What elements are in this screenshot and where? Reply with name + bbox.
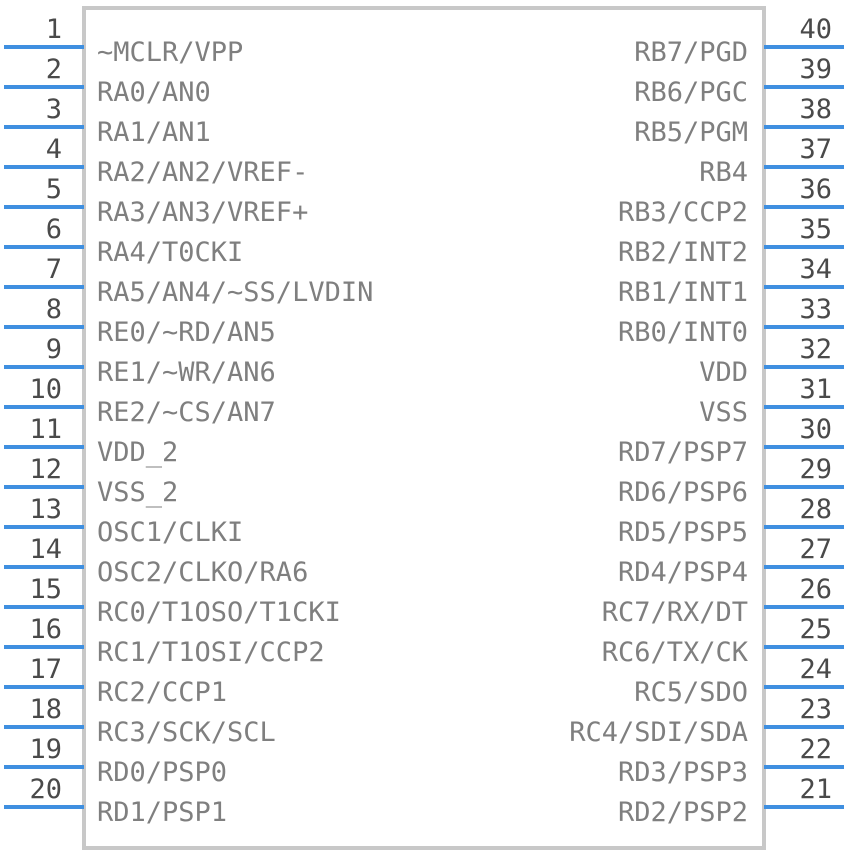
pin-number-15: 15 xyxy=(29,574,62,605)
pin-number-23: 23 xyxy=(799,694,832,725)
pin-number-1: 1 xyxy=(46,14,62,45)
pin-number-9: 9 xyxy=(46,334,62,365)
pin-label-27: RD4/PSP4 xyxy=(618,557,748,588)
pin-number-7: 7 xyxy=(46,254,62,285)
pin-label-5: RA3/AN3/VREF+ xyxy=(97,197,308,228)
pin-number-4: 4 xyxy=(46,134,62,165)
pin-label-10: RE2/~CS/AN7 xyxy=(97,397,276,428)
pin-number-20: 20 xyxy=(29,774,62,805)
pin-number-40: 40 xyxy=(799,14,832,45)
pin-label-14: OSC2/CLKO/RA6 xyxy=(97,557,308,588)
pin-number-29: 29 xyxy=(799,454,832,485)
pin-label-20: RD1/PSP1 xyxy=(97,797,227,828)
pin-number-36: 36 xyxy=(799,174,832,205)
pin-label-35: RB2/INT2 xyxy=(618,237,748,268)
pin-number-19: 19 xyxy=(29,734,62,765)
pin-label-11: VDD_2 xyxy=(97,437,178,468)
pin-number-16: 16 xyxy=(29,614,62,645)
pin-label-1: ~MCLR/VPP xyxy=(97,37,243,68)
pin-label-26: RC7/RX/DT xyxy=(602,597,748,628)
pin-number-38: 38 xyxy=(799,94,832,125)
pin-number-28: 28 xyxy=(799,494,832,525)
pin-number-12: 12 xyxy=(29,454,62,485)
pin-number-17: 17 xyxy=(29,654,62,685)
pin-label-19: RD0/PSP0 xyxy=(97,757,227,788)
pin-number-18: 18 xyxy=(29,694,62,725)
pin-label-38: RB5/PGM xyxy=(634,117,748,148)
pin-number-3: 3 xyxy=(46,94,62,125)
ic-body xyxy=(82,6,766,850)
pin-label-6: RA4/T0CKI xyxy=(97,237,243,268)
pin-number-8: 8 xyxy=(46,294,62,325)
pin-number-32: 32 xyxy=(799,334,832,365)
pin-label-9: RE1/~WR/AN6 xyxy=(97,357,276,388)
pin-number-13: 13 xyxy=(29,494,62,525)
pin-number-10: 10 xyxy=(29,374,62,405)
pin-number-22: 22 xyxy=(799,734,832,765)
pin-label-21: RD2/PSP2 xyxy=(618,797,748,828)
pin-label-40: RB7/PGD xyxy=(634,37,748,68)
pin-label-23: RC4/SDI/SDA xyxy=(569,717,748,748)
pin-label-16: RC1/T1OSI/CCP2 xyxy=(97,637,325,668)
pin-label-37: RB4 xyxy=(699,157,748,188)
pin-number-34: 34 xyxy=(799,254,832,285)
pin-label-29: RD6/PSP6 xyxy=(618,477,748,508)
pin-label-31: VSS xyxy=(699,397,748,428)
pin-label-34: RB1/INT1 xyxy=(618,277,748,308)
pin-number-39: 39 xyxy=(799,54,832,85)
pin-label-24: RC5/SDO xyxy=(634,677,748,708)
pin-number-11: 11 xyxy=(29,414,62,445)
pin-number-30: 30 xyxy=(799,414,832,445)
pin-label-4: RA2/AN2/VREF- xyxy=(97,157,308,188)
pin-label-8: RE0/~RD/AN5 xyxy=(97,317,276,348)
pin-number-21: 21 xyxy=(799,774,832,805)
pin-number-26: 26 xyxy=(799,574,832,605)
pin-label-2: RA0/AN0 xyxy=(97,77,211,108)
pin-number-35: 35 xyxy=(799,214,832,245)
pin-label-12: VSS_2 xyxy=(97,477,178,508)
pin-number-14: 14 xyxy=(29,534,62,565)
pin-label-28: RD5/PSP5 xyxy=(618,517,748,548)
pin-number-6: 6 xyxy=(46,214,62,245)
pin-label-17: RC2/CCP1 xyxy=(97,677,227,708)
pin-number-27: 27 xyxy=(799,534,832,565)
pin-label-32: VDD xyxy=(699,357,748,388)
pin-label-39: RB6/PGC xyxy=(634,77,748,108)
pin-number-2: 2 xyxy=(46,54,62,85)
pin-label-18: RC3/SCK/SCL xyxy=(97,717,276,748)
pin-label-13: OSC1/CLKI xyxy=(97,517,243,548)
pin-label-15: RC0/T1OSO/T1CKI xyxy=(97,597,341,628)
pin-number-24: 24 xyxy=(799,654,832,685)
pin-label-33: RB0/INT0 xyxy=(618,317,748,348)
pin-number-31: 31 xyxy=(799,374,832,405)
pin-label-7: RA5/AN4/~SS/LVDIN xyxy=(97,277,373,308)
pin-label-36: RB3/CCP2 xyxy=(618,197,748,228)
pin-label-30: RD7/PSP7 xyxy=(618,437,748,468)
pin-label-22: RD3/PSP3 xyxy=(618,757,748,788)
pin-number-25: 25 xyxy=(799,614,832,645)
pin-label-25: RC6/TX/CK xyxy=(602,637,749,668)
pin-number-37: 37 xyxy=(799,134,832,165)
pin-number-33: 33 xyxy=(799,294,832,325)
pin-label-3: RA1/AN1 xyxy=(97,117,211,148)
pin-number-5: 5 xyxy=(46,174,62,205)
